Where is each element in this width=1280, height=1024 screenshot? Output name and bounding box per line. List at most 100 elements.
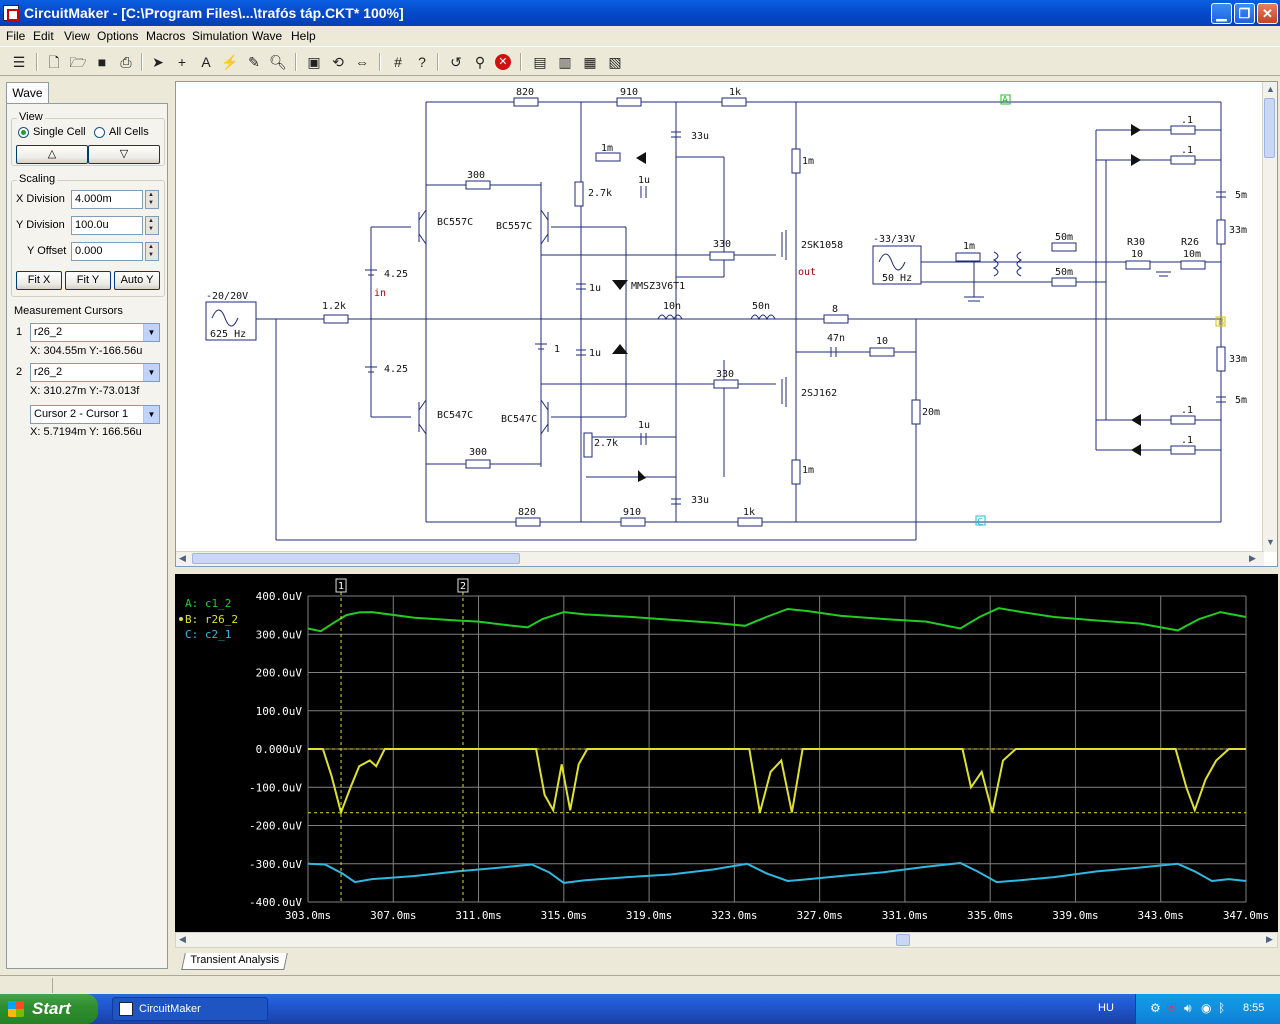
waveform-horizontal-scrollbar[interactable]: ◀ ▶ bbox=[175, 932, 1278, 948]
signal-source-in[interactable] bbox=[205, 301, 257, 341]
rotate-icon[interactable]: ⟲ bbox=[332, 54, 344, 70]
menu-view[interactable]: View bbox=[64, 29, 90, 43]
scroll-up-icon[interactable]: ▲ bbox=[1266, 84, 1275, 94]
open-folder-icon[interactable]: 🗁 bbox=[69, 54, 87, 70]
auto-y-button[interactable]: Auto Y bbox=[114, 271, 160, 290]
x-division-input[interactable]: 4.000m bbox=[71, 190, 143, 209]
x-division-spinner[interactable]: ▲▼ bbox=[145, 190, 159, 209]
scroll-left-icon[interactable]: ◀ bbox=[179, 553, 186, 563]
y-offset-input[interactable]: 0.000 bbox=[71, 242, 143, 261]
y-division-spinner[interactable]: ▲▼ bbox=[145, 216, 159, 235]
schematic-vertical-scrollbar[interactable]: ▲ ▼ bbox=[1262, 82, 1277, 552]
scroll-right-icon[interactable]: ▶ bbox=[1266, 934, 1273, 944]
stop-icon[interactable]: ✕ bbox=[495, 54, 511, 70]
cursor-diff-select[interactable]: Cursor 2 - Cursor 1▼ bbox=[30, 405, 160, 424]
network-icon[interactable]: ⚙ bbox=[1150, 1001, 1161, 1015]
volume-icon[interactable]: 🔊︎ bbox=[1184, 1001, 1192, 1015]
schematic-horizontal-scrollbar[interactable]: ◀ ▶ bbox=[176, 551, 1264, 566]
text-tool-icon[interactable]: A bbox=[201, 54, 211, 70]
zoom-fit-icon[interactable]: ▣ bbox=[307, 54, 321, 70]
cell-down-button[interactable]: ▽ bbox=[88, 145, 160, 164]
cursor1-select[interactable]: r26_2▼ bbox=[30, 323, 160, 342]
zoom-tool-icon[interactable]: 🔍︎ bbox=[269, 54, 287, 70]
help-icon[interactable]: ? bbox=[418, 54, 426, 70]
schematic-vscroll-thumb[interactable] bbox=[1264, 98, 1275, 158]
menu-options[interactable]: Options bbox=[97, 29, 139, 43]
app-icon[interactable] bbox=[3, 5, 19, 21]
legend-b[interactable]: B: r26_2 bbox=[185, 613, 238, 626]
cursor-1-handle[interactable] bbox=[335, 578, 347, 593]
trace-c2_1[interactable] bbox=[307, 861, 1247, 884]
minimize-button[interactable]: ▁ bbox=[1211, 3, 1232, 24]
menu-file[interactable]: File bbox=[6, 29, 26, 43]
scroll-down-icon[interactable]: ▼ bbox=[1266, 537, 1275, 547]
schematic-window[interactable]: 820 910 1k A 300 BC557C BC557C 2.7k 1m 1… bbox=[175, 81, 1278, 567]
single-cell-radio[interactable] bbox=[18, 127, 29, 138]
node-a-marker[interactable] bbox=[1000, 94, 1011, 105]
menu-edit[interactable]: Edit bbox=[33, 29, 54, 43]
label-r1m-top: 1m bbox=[802, 156, 814, 167]
probe-tool-icon[interactable]: ✎ bbox=[248, 54, 260, 70]
schematic-canvas[interactable]: 820 910 1k A 300 BC557C BC557C 2.7k 1m 1… bbox=[176, 82, 1263, 551]
waveform-icon[interactable]: ▥ bbox=[558, 54, 572, 70]
trace-c1_2[interactable] bbox=[307, 607, 1247, 633]
cursor2-select[interactable]: r26_2▼ bbox=[30, 363, 160, 382]
schematic-hscroll-thumb[interactable] bbox=[192, 553, 520, 564]
parts-icon[interactable]: ☰ bbox=[12, 54, 26, 70]
y-offset-spinner[interactable]: ▲▼ bbox=[145, 242, 159, 261]
legend-c[interactable]: C: c2_1 bbox=[185, 628, 231, 641]
close-button[interactable]: ✕ bbox=[1257, 3, 1278, 24]
tray-app-icon[interactable]: ◉ bbox=[1201, 1001, 1212, 1015]
legend-a[interactable]: A: c1_2 bbox=[185, 597, 231, 610]
waveform-hscroll-thumb[interactable] bbox=[896, 934, 910, 946]
chevron-down-icon[interactable]: ▼ bbox=[143, 324, 159, 341]
node-b-marker[interactable] bbox=[1215, 316, 1226, 327]
fit-y-button[interactable]: Fit Y bbox=[65, 271, 111, 290]
language-indicator[interactable]: HU bbox=[1098, 1002, 1114, 1014]
maximize-button[interactable]: ❐ bbox=[1234, 3, 1255, 24]
scroll-left-icon[interactable]: ◀ bbox=[179, 934, 186, 944]
reset-icon[interactable]: ↺ bbox=[450, 54, 462, 70]
scroll-right-icon[interactable]: ▶ bbox=[1249, 553, 1256, 563]
step-icon[interactable]: ⚲ bbox=[474, 54, 486, 70]
new-file-icon[interactable]: 🗋 bbox=[48, 54, 60, 70]
tab-transient-analysis[interactable]: Transient Analysis bbox=[181, 953, 288, 970]
print-icon[interactable]: ⎙ bbox=[120, 54, 132, 70]
chevron-down-icon[interactable]: ▼ bbox=[143, 364, 159, 381]
node-c-marker[interactable] bbox=[975, 515, 986, 526]
cursor-2-handle[interactable] bbox=[457, 578, 469, 593]
analysis-setup-icon[interactable]: ▤ bbox=[533, 54, 547, 70]
label-c5m-a: 5m bbox=[1235, 190, 1247, 201]
menu-simulation[interactable]: Simulation bbox=[192, 29, 249, 43]
y-division-input[interactable]: 100.0u bbox=[71, 216, 143, 235]
waveform-cursor-icon[interactable]: ▧ bbox=[608, 54, 622, 70]
tab-wave[interactable]: Wave bbox=[6, 82, 49, 104]
netlist-icon[interactable]: # bbox=[394, 54, 402, 70]
mirror-icon[interactable]: ⇔ bbox=[355, 54, 369, 70]
chevron-down-icon[interactable]: ▼ bbox=[143, 406, 159, 423]
label-r27-bot: 2.7k bbox=[594, 438, 618, 449]
bluetooth-icon[interactable]: ᛒ bbox=[1218, 1001, 1226, 1015]
bus-tool-icon[interactable]: ⚡ bbox=[221, 54, 239, 70]
start-button[interactable]: Start bbox=[0, 994, 98, 1024]
label-node-a: A bbox=[1002, 95, 1008, 106]
fit-x-button[interactable]: Fit X bbox=[16, 271, 62, 290]
arrow-tool-icon[interactable]: ➤ bbox=[152, 54, 164, 70]
shield-icon[interactable]: ⛨ bbox=[1167, 1001, 1177, 1015]
clock[interactable]: 8:55 bbox=[1243, 1002, 1265, 1014]
analysis-tabs: Transient Analysis bbox=[175, 949, 1278, 971]
trace-r26_2[interactable] bbox=[308, 748, 1246, 816]
save-icon[interactable]: ■ bbox=[97, 54, 107, 70]
menu-macros[interactable]: Macros bbox=[146, 29, 186, 43]
menu-help[interactable]: Help bbox=[291, 29, 316, 43]
all-cells-radio[interactable] bbox=[94, 127, 105, 138]
taskbar-circuitmaker[interactable]: CircuitMaker bbox=[112, 997, 268, 1021]
signal-source-50hz[interactable] bbox=[872, 245, 922, 285]
wire-tool-icon[interactable]: + bbox=[177, 54, 187, 70]
menu-wave[interactable]: Wave bbox=[252, 29, 283, 43]
label-src2-freq: 50 Hz bbox=[882, 273, 912, 284]
waveform-zoom-icon[interactable]: ▦ bbox=[583, 54, 597, 70]
cell-up-button[interactable]: △ bbox=[16, 145, 88, 164]
